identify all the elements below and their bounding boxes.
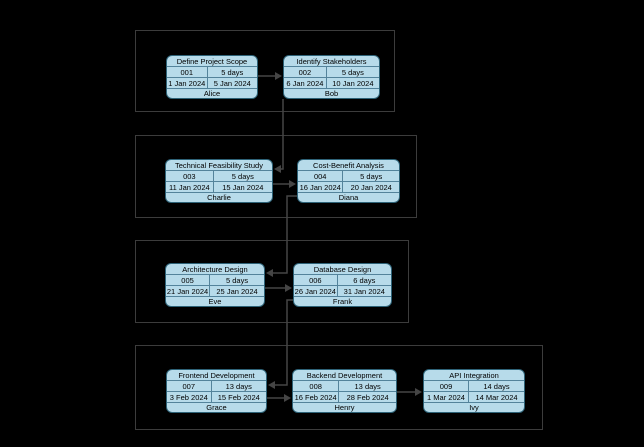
task-node-005: Architecture Design 005 5 days 21 Jan 20…	[165, 263, 265, 307]
task-node-006: Database Design 006 6 days 26 Jan 2024 3…	[293, 263, 392, 307]
task-start-date: 6 Jan 2024	[284, 77, 327, 88]
task-start-date: 21 Jan 2024	[166, 285, 211, 296]
task-duration: 6 days	[353, 275, 376, 285]
task-duration: 13 days	[225, 381, 252, 391]
task-start-date: 11 Jan 2024	[166, 181, 214, 192]
task-duration: 5 days	[231, 171, 254, 181]
task-start-date: 3 Feb 2024	[167, 391, 212, 402]
task-end-date: 28 Feb 2024	[339, 391, 396, 402]
task-id: 006	[294, 275, 338, 285]
task-assignee: Ivy	[424, 402, 524, 412]
task-id: 007	[167, 381, 212, 391]
task-id: 008	[293, 381, 340, 391]
task-end-date: 15 Jan 2024	[213, 181, 272, 192]
task-start-date: 16 Feb 2024	[293, 391, 340, 402]
task-duration: 13 days	[354, 381, 381, 391]
task-title: Technical Feasibility Study	[166, 160, 272, 171]
task-end-date: 5 Jan 2024	[207, 77, 257, 88]
task-start-date: 1 Mar 2024	[424, 391, 469, 402]
task-start-date: 16 Jan 2024	[298, 181, 344, 192]
task-end-date: 14 Mar 2024	[469, 391, 524, 402]
phase-3-group	[135, 240, 409, 323]
task-title: API Integration	[424, 370, 524, 381]
task-title: Architecture Design	[166, 264, 264, 275]
task-end-date: 15 Feb 2024	[211, 391, 266, 402]
task-duration: 5 days	[341, 67, 364, 77]
task-id: 001	[167, 67, 208, 77]
task-id: 005	[166, 275, 211, 285]
task-assignee: Grace	[167, 402, 266, 412]
task-node-007: Frontend Development 007 13 days 3 Feb 2…	[166, 369, 267, 413]
task-node-003: Technical Feasibility Study 003 5 days 1…	[165, 159, 273, 203]
task-node-002: Identify Stakeholders 002 5 days 6 Jan 2…	[283, 55, 380, 99]
task-assignee: Alice	[167, 88, 257, 98]
task-end-date: 10 Jan 2024	[326, 77, 379, 88]
task-end-date: 20 Jan 2024	[343, 181, 399, 192]
task-assignee: Charlie	[166, 192, 272, 202]
task-id: 004	[298, 171, 344, 181]
task-assignee: Bob	[284, 88, 379, 98]
task-node-009: API Integration 009 14 days 1 Mar 2024 1…	[423, 369, 525, 413]
task-duration: 5 days	[225, 275, 249, 285]
task-title: Cost-Benefit Analysis	[298, 160, 399, 171]
task-assignee: Diana	[298, 192, 399, 202]
phase-1-group	[135, 30, 395, 112]
task-title: Define Project Scope	[167, 56, 257, 67]
task-id: 003	[166, 171, 214, 181]
task-id: 002	[284, 67, 327, 77]
task-title: Frontend Development	[167, 370, 266, 381]
task-assignee: Henry	[293, 402, 396, 412]
task-duration: 14 days	[483, 381, 510, 391]
task-start-date: 1 Jan 2024	[167, 77, 208, 88]
task-assignee: Eve	[166, 296, 264, 306]
phase-4-group	[135, 345, 543, 430]
task-assignee: Frank	[294, 296, 391, 306]
task-duration: 5 days	[360, 171, 383, 181]
task-start-date: 26 Jan 2024	[294, 285, 338, 296]
task-node-008: Backend Development 008 13 days 16 Feb 2…	[292, 369, 397, 413]
task-node-004: Cost-Benefit Analysis 004 5 days 16 Jan …	[297, 159, 400, 203]
task-end-date: 25 Jan 2024	[210, 285, 264, 296]
task-node-001: Define Project Scope 001 5 days 1 Jan 20…	[166, 55, 258, 99]
task-title: Database Design	[294, 264, 391, 275]
task-id: 009	[424, 381, 469, 391]
task-duration: 5 days	[221, 67, 244, 77]
task-title: Backend Development	[293, 370, 396, 381]
task-end-date: 31 Jan 2024	[337, 285, 391, 296]
task-title: Identify Stakeholders	[284, 56, 379, 67]
